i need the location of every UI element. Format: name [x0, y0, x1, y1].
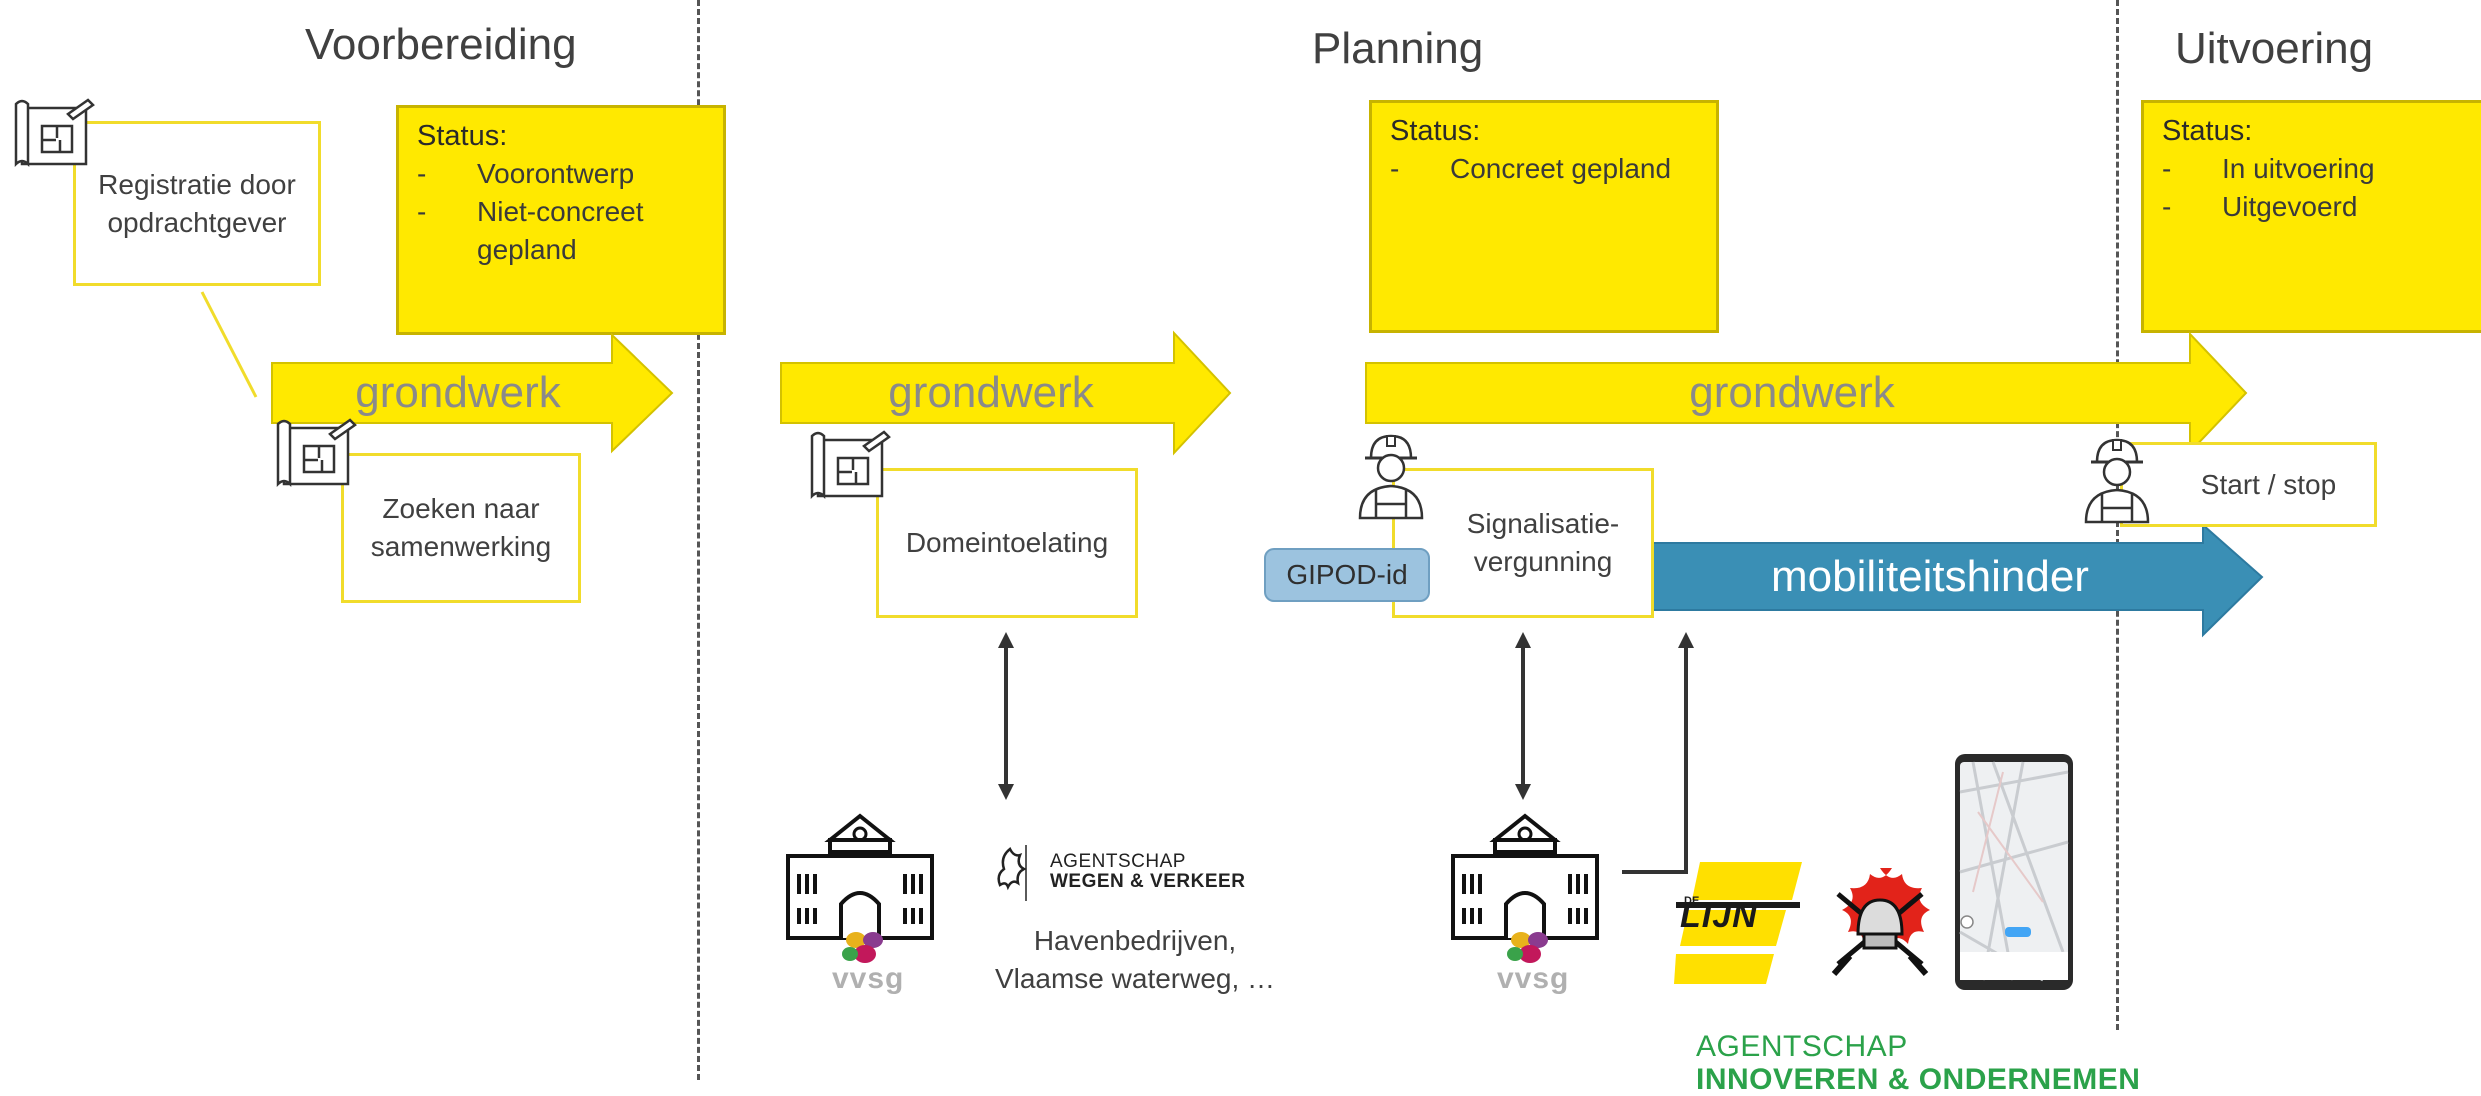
gipod-id-badge: GIPOD-id — [1264, 548, 1430, 602]
phase-separator-1 — [697, 0, 700, 1080]
step-label: Domeintoelating — [905, 527, 1109, 558]
de-lijn-wordmark: LIJN — [1680, 897, 1758, 935]
bullet-dash: - — [2162, 153, 2172, 184]
fire-brigade-icon — [1831, 868, 1930, 976]
status-box-planning: Status: - Concreet gepland — [1369, 100, 1719, 333]
status-item: In uitvoering — [2222, 153, 2375, 184]
vvsg-flower-icon — [1507, 932, 1548, 963]
status-item: Concreet gepland — [1450, 153, 1672, 184]
mobiliteitshinder-arrow — [1629, 522, 2264, 638]
connector-line — [200, 291, 258, 398]
arrow-head — [998, 784, 1014, 800]
arrow-head — [1515, 784, 1531, 800]
agentschap-innoveren-ondernemen-logo: AGENTSCHAP INNOVEREN & ONDERNEMEN — [1696, 1030, 2140, 1096]
worker-icon — [2084, 438, 2150, 524]
arrow-head — [1678, 632, 1694, 648]
step-signalisatie: Signalisatie-vergunning — [1392, 468, 1654, 618]
elbow-arrow-mobiliteit — [1622, 642, 1688, 874]
vvsg-logo: vvsg — [832, 962, 905, 995]
vlaio-line1: AGENTSCHAP — [1696, 1030, 1908, 1063]
bullet-dash: - — [2162, 191, 2172, 222]
vvsg-logo: vvsg — [1497, 962, 1570, 995]
phase-title-uitvoering: Uitvoering — [2175, 24, 2374, 73]
step-registratie: Registratie door opdrachtgever — [73, 121, 321, 286]
vvsg-flower-icon — [842, 932, 883, 963]
blueprint-icon — [276, 418, 357, 488]
town-hall-icon — [786, 813, 934, 940]
status-title: Status: — [1390, 115, 1481, 147]
step-startstop: Start / stop — [2120, 442, 2377, 527]
status-title: Status: — [417, 120, 508, 152]
bullet-dash: - — [417, 158, 427, 189]
de-lijn-logo — [1674, 862, 1802, 984]
step-label: Registratie door opdrachtgever — [98, 168, 296, 238]
status-box-uitvoering: Status: - In uitvoering - Uitgevoerd — [2141, 100, 2481, 333]
status-title: Status: — [2162, 115, 2253, 147]
bullet-dash: - — [1390, 153, 1400, 184]
step-label: Signalisatie-vergunning — [1466, 508, 1620, 577]
bullet-dash: - — [417, 196, 427, 227]
havenbedrijven-caption: Havenbedrijven, Vlaamse waterweg, … — [994, 925, 1276, 994]
status-item: Voorontwerp — [477, 158, 635, 189]
town-hall-icon — [1451, 813, 1599, 940]
worker-icon — [1358, 434, 1424, 520]
step-label: Start / stop — [2200, 468, 2337, 500]
grondwerk-arrow-2 — [780, 330, 1232, 456]
step-label: Zoeken naar samenwerking — [370, 493, 552, 562]
phase-title-planning: Planning — [1312, 24, 1484, 73]
flemish-lion-icon — [997, 845, 1027, 901]
status-item: Uitgevoerd — [2222, 191, 2358, 222]
step-zoeken: Zoeken naar samenwerking — [341, 453, 581, 603]
step-domeintoelating: Domeintoelating — [876, 468, 1138, 618]
agency-line2: WEGEN & VERKEER — [1050, 871, 1246, 892]
status-box-voorbereiding: Status: - Voorontwerp - Niet-concreet gepl… — [396, 105, 726, 335]
smartphone-map-icon — [1955, 754, 2073, 990]
blueprint-icon — [810, 430, 891, 500]
grondwerk-arrow-3 — [1365, 331, 2248, 455]
phase-title-voorbereiding: Voorbereiding — [305, 20, 577, 69]
agency-line1: AGENTSCHAP — [1050, 851, 1186, 872]
agentschap-wegen-verkeer-logo: AGENTSCHAP WEGEN & VERKEER — [1050, 852, 1245, 892]
blueprint-icon — [14, 98, 95, 168]
de-lijn-small: DE — [1684, 895, 1700, 907]
vlaio-line2: INNOVEREN & ONDERNEMEN — [1696, 1063, 2141, 1096]
grondwerk-arrow-1 — [271, 332, 674, 454]
status-item: Niet-concreet gepland — [477, 196, 644, 265]
arrow-head — [998, 632, 1014, 648]
arrow-head — [1515, 632, 1531, 648]
